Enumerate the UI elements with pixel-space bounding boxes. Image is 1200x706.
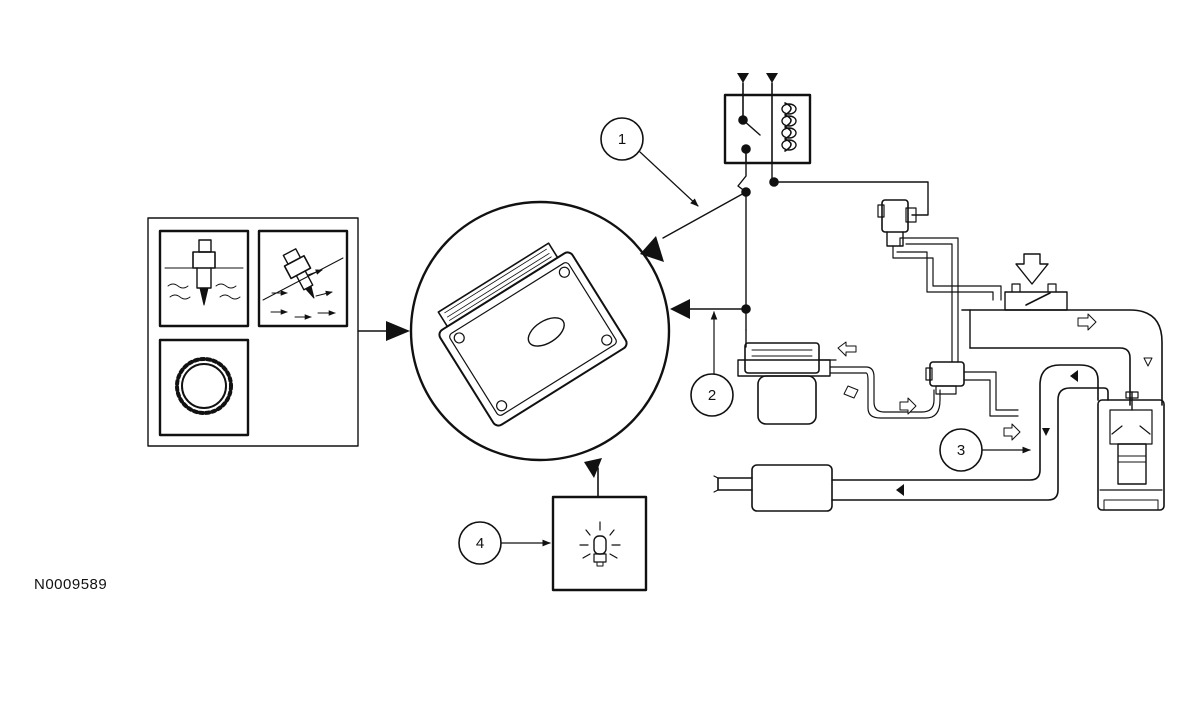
temperature-sensor-icon — [158, 229, 250, 328]
pcm-housing-icon — [437, 242, 628, 427]
callout-3-label: 3 — [957, 442, 965, 459]
callout-4 — [458, 521, 551, 565]
callout-2 — [690, 311, 734, 417]
canister-icon — [737, 342, 941, 425]
sensor-input-panel — [147, 217, 359, 447]
crank-sensor-icon — [158, 338, 250, 437]
callout-1 — [600, 117, 699, 207]
callout-4-label: 4 — [476, 535, 484, 552]
callout-1-label: 1 — [618, 131, 626, 148]
engine-cylinder-icon — [1097, 391, 1165, 511]
output-arrow-lamp-icon — [584, 458, 602, 478]
purge-solenoid-icon — [925, 361, 1019, 417]
exhaust-system-icon — [713, 364, 1109, 512]
warning-lamp-icon — [551, 495, 648, 592]
callout-3 — [939, 428, 1031, 472]
relay-icon — [723, 73, 812, 165]
output-arrow-2-icon — [670, 299, 690, 319]
figure-id: N0009589 — [34, 576, 108, 593]
input-arrow-icon — [386, 321, 410, 341]
purge-valve-icon — [877, 199, 917, 247]
pcm-module — [409, 200, 671, 462]
intake-manifold-icon — [961, 253, 1163, 406]
output-arrow-1-icon — [640, 236, 664, 262]
air-flow-sensor-icon — [257, 229, 349, 328]
callout-2-label: 2 — [708, 387, 716, 404]
